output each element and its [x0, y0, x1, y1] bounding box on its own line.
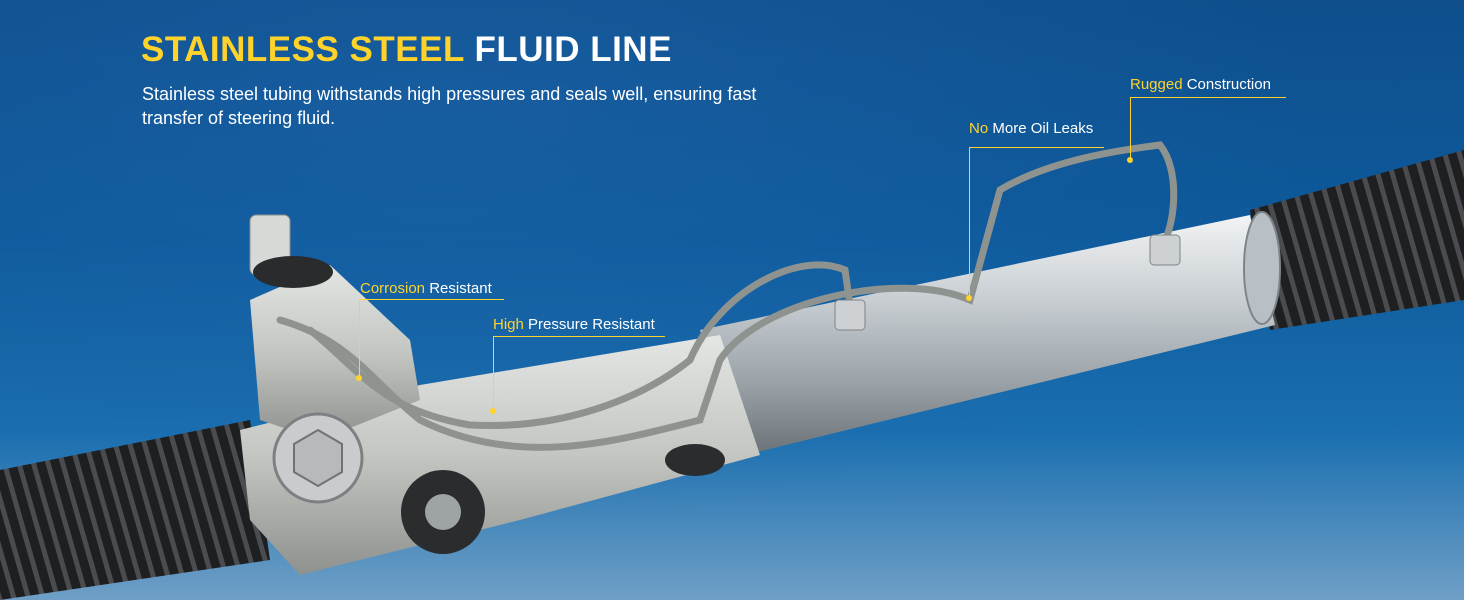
- callout-leader: [493, 336, 494, 411]
- callout-rugged: Rugged Construction: [1130, 76, 1271, 93]
- fluid-line-upper: [276, 141, 1178, 451]
- fluid-line-lower: [306, 261, 854, 430]
- adjuster-nut: [293, 428, 343, 488]
- callout-leader: [969, 147, 970, 297]
- rack-tube: [700, 215, 1275, 455]
- callout-corrosion: Corrosion Resistant: [360, 280, 492, 297]
- shaft-seal: [253, 256, 333, 288]
- callout-underline: [359, 299, 504, 300]
- callout-high-pressure: High Pressure Resistant: [493, 316, 655, 333]
- callout-leader: [359, 299, 360, 378]
- callout-highlight: High: [493, 316, 524, 333]
- callout-text: Pressure Resistant: [528, 316, 655, 333]
- callout-text: Resistant: [429, 280, 492, 297]
- line-fitting: [1149, 234, 1181, 266]
- callout-highlight: No: [969, 120, 989, 137]
- bushing-sleeve: [425, 494, 461, 530]
- subtitle: Stainless steel tubing withstands high p…: [142, 84, 757, 128]
- callout-underline: [1130, 97, 1286, 98]
- headline: STAINLESS STEEL FLUID LINE: [141, 30, 672, 70]
- callout-no-leaks: No More Oil Leaks: [969, 120, 1093, 137]
- right-boot: [1250, 150, 1464, 330]
- callout-underline: [493, 336, 665, 337]
- callout-leader: [1130, 97, 1131, 159]
- rear-bushing: [665, 444, 725, 476]
- tube-end-collar: [1243, 211, 1281, 325]
- callout-underline: [969, 147, 1104, 148]
- callout-highlight: Rugged: [1130, 76, 1183, 93]
- callout-highlight: Corrosion: [360, 280, 426, 297]
- callout-dot: [1127, 157, 1133, 163]
- callout-text: More Oil Leaks: [992, 120, 1094, 137]
- headline-accent: STAINLESS STEEL: [141, 30, 465, 69]
- line-fitting: [834, 299, 866, 331]
- left-boot: [0, 420, 270, 600]
- callout-dot: [966, 295, 972, 301]
- callout-text: Construction: [1186, 76, 1271, 93]
- callout-dot: [490, 408, 496, 414]
- callout-dot: [356, 375, 362, 381]
- headline-rest: FLUID LINE: [474, 30, 672, 69]
